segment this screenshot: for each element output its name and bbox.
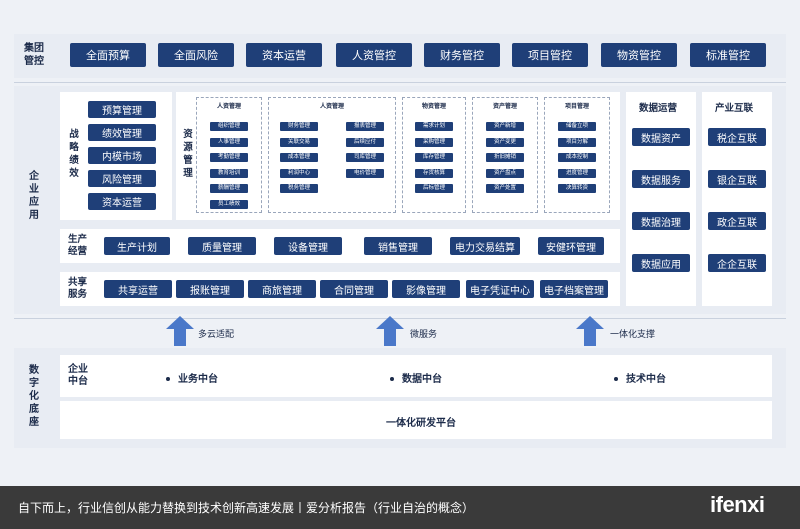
arrow-label-microservice: 微服务: [410, 330, 438, 340]
resource-chip[interactable]: 员工绩效: [210, 199, 248, 209]
resource-chip[interactable]: 成本控制: [558, 153, 596, 162]
resource-chip[interactable]: 需求计划: [415, 122, 453, 131]
shared-item[interactable]: 商旅管理: [248, 280, 316, 298]
arrow-label-integration: 一体化支撑: [610, 330, 656, 340]
group-item[interactable]: 全面预算: [70, 43, 146, 67]
resource-chip[interactable]: 项目分解: [558, 137, 596, 147]
group-item[interactable]: 财务管控: [424, 43, 500, 67]
brand-logo: ifenxi: [710, 492, 765, 517]
industry-panel: [702, 92, 772, 306]
resource-chip[interactable]: 教育培训: [210, 168, 248, 178]
mid-item-data: 数据中台: [390, 370, 442, 385]
shared-item[interactable]: 电子档案管理: [540, 280, 608, 298]
resource-chip[interactable]: 电价管理: [346, 168, 384, 178]
resource-chip[interactable]: 决算转资: [558, 184, 596, 193]
group-item[interactable]: 标准管控: [690, 43, 766, 67]
production-item[interactable]: 销售管理: [364, 237, 432, 255]
shared-item[interactable]: 报账管理: [176, 280, 244, 298]
resource-chip[interactable]: 税务管理: [280, 184, 318, 193]
resource-chip[interactable]: 进度管理: [558, 168, 596, 178]
resource-chip[interactable]: 组织管理: [210, 122, 248, 131]
industry-item[interactable]: 税企互联: [708, 128, 766, 146]
resource-chip[interactable]: 折旧摊销: [486, 153, 524, 162]
resource-box: 物资管理: [402, 97, 466, 213]
platform-panel: [60, 401, 772, 439]
production-item[interactable]: 设备管理: [274, 237, 342, 255]
strategy-item[interactable]: 风险管理: [88, 170, 156, 187]
enterprise-label: 企业应用: [29, 171, 39, 221]
strategy-item[interactable]: 预算管理: [88, 101, 156, 118]
data-ops-label: 数据运营: [639, 103, 678, 114]
industry-item[interactable]: 银企互联: [708, 170, 766, 188]
arrow-up-icon: [376, 316, 404, 346]
divider-top: [14, 82, 786, 83]
production-item[interactable]: 电力交易结算: [450, 237, 520, 255]
resource-box-title: 物资管理: [421, 103, 446, 110]
group-item[interactable]: 人资管控: [336, 43, 412, 67]
shared-item[interactable]: 影像管理: [392, 280, 460, 298]
resource-chip[interactable]: 后续应付: [346, 137, 384, 147]
platform-label: 一体化研发平台: [386, 418, 456, 429]
production-label: 生产经营: [68, 234, 88, 257]
strategy-item[interactable]: 资本运营: [88, 193, 156, 210]
resource-chip[interactable]: 司库管理: [346, 153, 384, 162]
data-ops-item[interactable]: 数据治理: [632, 212, 690, 230]
arrow-up-icon: [576, 316, 604, 346]
strategy-item[interactable]: 绩效管理: [88, 124, 156, 141]
arrow-up-icon: [166, 316, 194, 346]
strategy-item[interactable]: 内模市场: [88, 147, 156, 164]
group-item[interactable]: 项目管控: [512, 43, 588, 67]
mid-item-tech: 技术中台: [614, 370, 666, 385]
resource-chip[interactable]: 后标管理: [415, 184, 453, 193]
resource-chip[interactable]: 薪酬管理: [210, 184, 248, 193]
resource-chip[interactable]: 成本管理: [280, 153, 318, 162]
shared-label: 共享服务: [68, 277, 88, 300]
group-item[interactable]: 物资管控: [601, 43, 677, 67]
production-item[interactable]: 质量管理: [188, 237, 256, 255]
resource-chip[interactable]: 资产新增: [486, 122, 524, 131]
resource-chip[interactable]: 存货核算: [415, 168, 453, 178]
resource-chip[interactable]: 库存管理: [415, 153, 453, 162]
strategy-label: 战略绩效: [69, 129, 79, 179]
enterprise-mid-panel: [60, 355, 772, 397]
resource-chip[interactable]: 资产变更: [486, 137, 524, 147]
group-item[interactable]: 资本运营: [246, 43, 322, 67]
enterprise-mid-label: 企业中台: [68, 364, 88, 387]
resource-chip[interactable]: 储备立项: [558, 122, 596, 131]
arrow-label-multicloud: 多云适配: [198, 330, 235, 340]
mid-item-business: 业务中台: [166, 370, 218, 385]
industry-item[interactable]: 政企互联: [708, 212, 766, 230]
production-item[interactable]: 安健环管理: [538, 237, 604, 255]
group-item[interactable]: 全面风险: [158, 43, 234, 67]
data-ops-item[interactable]: 数据资产: [632, 128, 690, 146]
caption-bar: 自下而上，行业信创从能力替换到技术创新高速发展丨爱分析报告（行业自治的概念） i…: [0, 486, 800, 529]
industry-label: 产业互联: [715, 103, 754, 114]
resource-chip[interactable]: 利润中心: [280, 168, 318, 178]
data-ops-panel: [626, 92, 696, 306]
resource-label: 资源管理: [183, 129, 193, 179]
industry-item[interactable]: 企企互联: [708, 254, 766, 272]
resource-box-title: 人资管理: [216, 103, 241, 110]
resource-chip[interactable]: 人事管理: [210, 137, 248, 147]
production-item[interactable]: 生产计划: [104, 237, 170, 255]
resource-chip[interactable]: 资产处置: [486, 184, 524, 193]
shared-item[interactable]: 共享运营: [104, 280, 172, 298]
resource-box-title: 项目管理: [564, 103, 589, 110]
resource-chip[interactable]: 关联交易: [280, 137, 318, 147]
data-ops-item[interactable]: 数据应用: [632, 254, 690, 272]
shared-item[interactable]: 合同管理: [320, 280, 388, 298]
group-control-label: 集团管控: [24, 43, 44, 67]
resource-chip[interactable]: 报表管理: [346, 122, 384, 131]
divider-middle: [14, 318, 786, 319]
resource-box-title: 人资管理: [319, 103, 344, 110]
caption-text: 自下而上，行业信创从能力替换到技术创新高速发展丨爱分析报告（行业自治的概念）: [18, 501, 475, 515]
data-ops-item[interactable]: 数据服务: [632, 170, 690, 188]
digital-base-label: 数字化底座: [29, 365, 39, 428]
resource-chip[interactable]: 资产盘点: [486, 168, 524, 178]
resource-chip[interactable]: 财务管理: [280, 122, 318, 131]
resource-chip[interactable]: 采购管理: [415, 137, 453, 147]
shared-item[interactable]: 电子凭证中心: [466, 280, 534, 298]
resource-box-title: 资产管理: [492, 103, 517, 110]
resource-chip[interactable]: 考勤管理: [210, 153, 248, 162]
